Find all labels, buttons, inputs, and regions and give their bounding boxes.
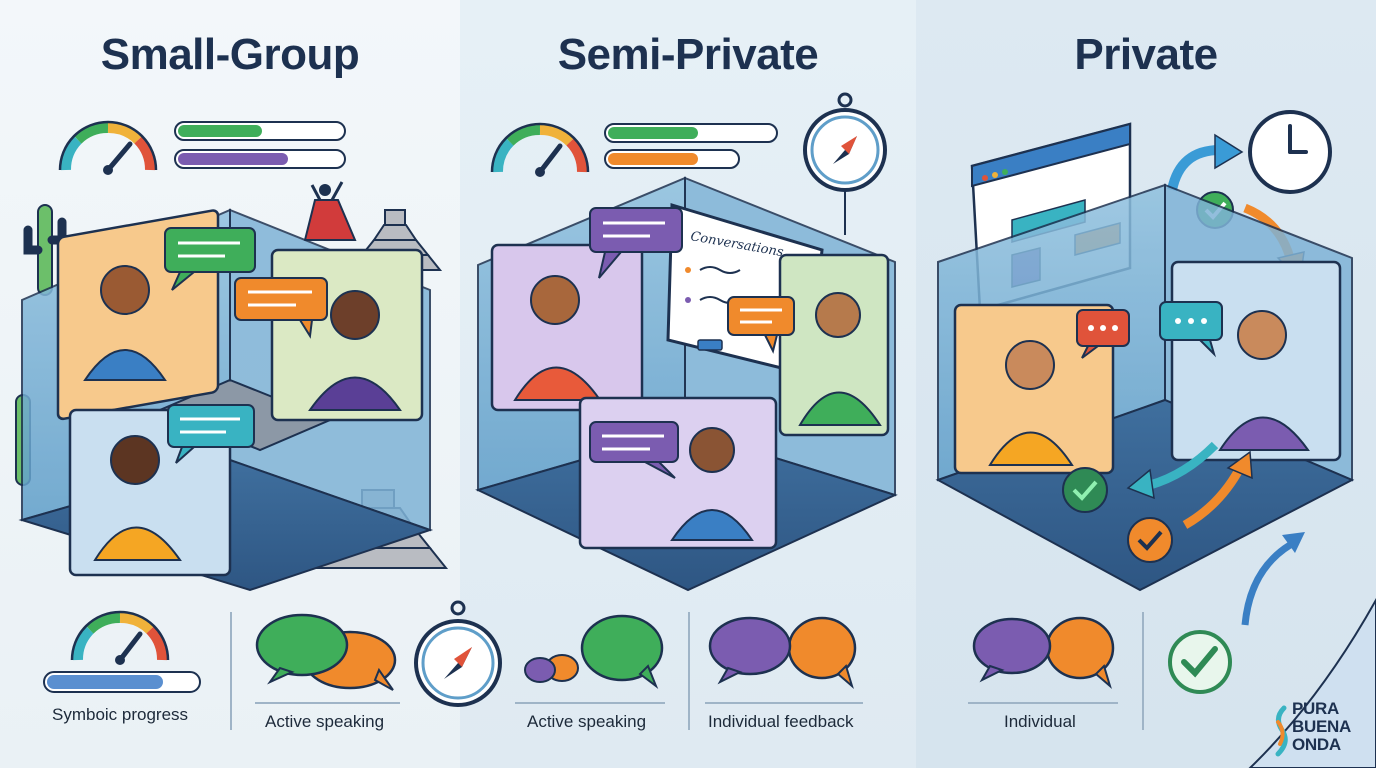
speech-bubble-icon bbox=[167, 404, 255, 464]
check-icon bbox=[1062, 467, 1108, 513]
logo-wave-icon bbox=[1275, 705, 1288, 757]
arrow-icon bbox=[1126, 441, 1305, 626]
video-window bbox=[1170, 260, 1342, 462]
logo-line: PURA bbox=[1292, 699, 1339, 718]
panel-title-small-group: Small-Group bbox=[100, 30, 360, 79]
video-window bbox=[778, 253, 890, 437]
page-curl bbox=[1248, 597, 1376, 768]
progress-bars bbox=[174, 121, 346, 169]
video-window bbox=[953, 303, 1115, 475]
video-window bbox=[578, 396, 778, 550]
check-icon bbox=[1168, 630, 1232, 694]
divider bbox=[968, 702, 1118, 704]
caption-individual: Individual bbox=[1004, 712, 1076, 731]
speech-bubble-icon bbox=[589, 421, 679, 479]
check-icon bbox=[1127, 517, 1173, 563]
video-window bbox=[490, 243, 644, 412]
bottom-icons bbox=[43, 600, 1232, 707]
gauge-icon bbox=[490, 122, 590, 177]
small-group-art bbox=[15, 120, 449, 592]
divider bbox=[255, 702, 400, 704]
caption-individual-feedback: Individual feedback bbox=[708, 712, 854, 731]
clock-icon bbox=[1248, 110, 1332, 194]
progress-bars bbox=[604, 123, 778, 169]
speech-bubble-icon bbox=[234, 277, 328, 339]
panel-title-semi-private: Semi-Private bbox=[557, 30, 819, 79]
compass-icon bbox=[414, 600, 502, 707]
divider bbox=[515, 702, 665, 704]
speech-bubble-icon bbox=[1076, 309, 1130, 359]
semi-private-art: Conversations bbox=[475, 92, 898, 592]
speech-bubble-icon bbox=[1159, 301, 1223, 358]
divider bbox=[705, 702, 863, 704]
video-window bbox=[270, 248, 424, 422]
panel-title-private: Private bbox=[1074, 30, 1218, 79]
logo-line: BUENA bbox=[1292, 717, 1351, 736]
gauge-icon bbox=[70, 610, 170, 665]
chat-bubbles-icon bbox=[972, 616, 1115, 689]
caption-active-speaking: Active speaking bbox=[265, 712, 385, 731]
speech-bubble-icon bbox=[164, 227, 256, 291]
brand-logo: PURA BUENA ONDA bbox=[1272, 700, 1372, 760]
caption-active-speaking: Active speaking bbox=[527, 712, 647, 731]
divider bbox=[1142, 612, 1144, 730]
chat-bubbles-icon bbox=[708, 616, 857, 689]
private-art bbox=[935, 110, 1376, 768]
compass-icon bbox=[803, 92, 887, 235]
gauge-icon bbox=[58, 120, 158, 175]
divider bbox=[688, 612, 690, 730]
chat-bubbles-icon bbox=[524, 614, 664, 689]
logo-line: ONDA bbox=[1292, 735, 1341, 754]
logo-text: PURA BUENA ONDA bbox=[1292, 700, 1351, 754]
progress-bar-fill bbox=[47, 675, 163, 689]
dancer-icon bbox=[303, 181, 357, 241]
caption-symbolic-progress: Symboic progress bbox=[52, 705, 189, 724]
chat-bubbles-icon bbox=[255, 613, 397, 691]
speech-bubble-icon bbox=[589, 207, 683, 279]
divider bbox=[230, 612, 232, 730]
speech-bubble-icon bbox=[727, 296, 795, 354]
